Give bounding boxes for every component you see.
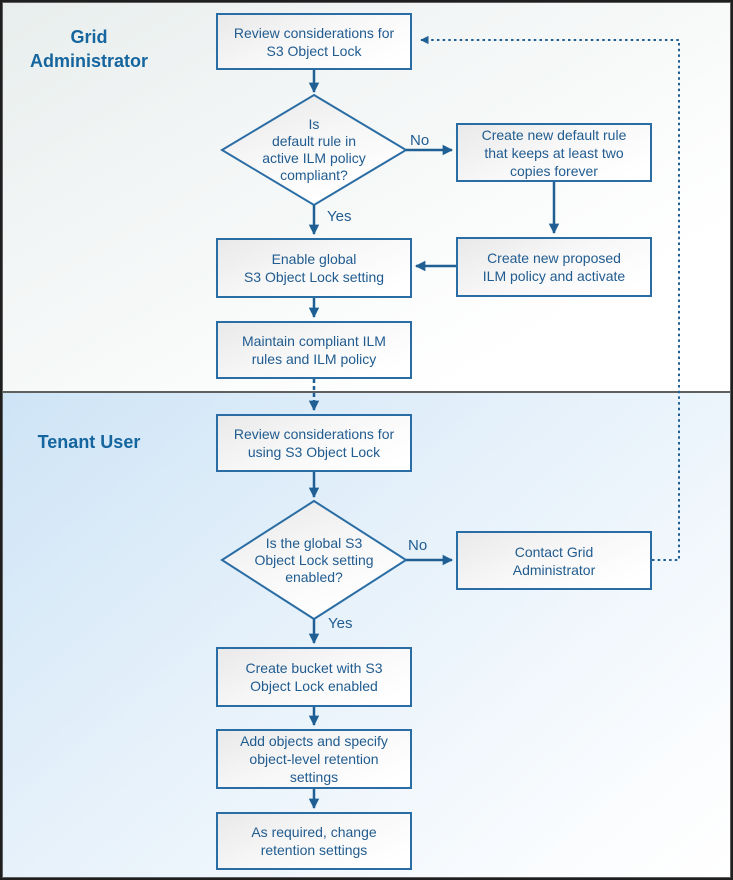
node-change-retention: As required, change retention settings (216, 812, 412, 870)
node-review-considerations-grid: Review considerations for S3 Object Lock (216, 13, 412, 70)
edge-label-yes-ilm: Yes (327, 208, 352, 225)
node-contact-grid-admin: Contact Grid Administrator (456, 531, 652, 590)
node-create-proposed-ilm-policy: Create new proposed ILM policy and activ… (456, 237, 652, 297)
node-create-default-rule: Create new default rule that keeps at le… (456, 123, 652, 182)
node-create-bucket: Create bucket with S3 Object Lock enable… (216, 647, 412, 707)
node-add-objects: Add objects and specify object-level ret… (216, 729, 412, 789)
lane-label-tenant-user: Tenant User (37, 432, 141, 452)
edge-label-no-enabled: No (408, 537, 428, 554)
decision-ilm-policy-compliant-text: Is default rule in active ILM policy com… (262, 116, 366, 183)
lane-label-grid-administrator: Grid Administrator (29, 27, 148, 71)
node-review-considerations-tenant: Review considerations for using S3 Objec… (216, 414, 412, 472)
edge-label-yes-enabled: Yes (328, 615, 353, 632)
node-enable-global-setting: Enable global S3 Object Lock setting (216, 238, 412, 298)
edge-label-no-ilm: No (410, 132, 430, 149)
decision-global-setting-enabled-text: Is the global S3 Object Lock setting ena… (254, 534, 374, 585)
node-maintain-compliant-ilm: Maintain compliant ILM rules and ILM pol… (216, 321, 412, 379)
